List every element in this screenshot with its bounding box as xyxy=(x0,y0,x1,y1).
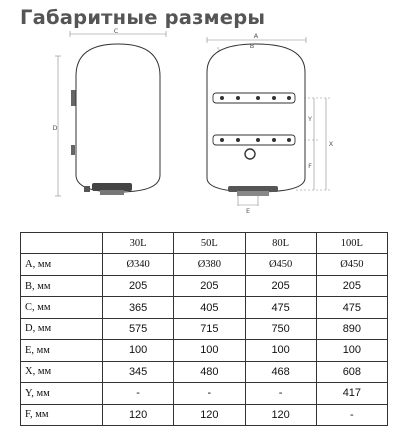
label-d: D xyxy=(52,124,57,132)
row-label: D, мм xyxy=(20,317,103,341)
table-cell: - xyxy=(173,382,246,405)
table-cell: - xyxy=(315,403,389,426)
table-header-row: 30L 50L 80L 100L xyxy=(20,231,389,255)
table-cell: 715 xyxy=(173,317,246,341)
table-row: B, мм 205 205 205 205 xyxy=(20,274,389,298)
row-label: C, мм xyxy=(20,296,103,319)
row-label: A, мм xyxy=(20,253,103,276)
table-cell: 100 xyxy=(244,339,317,362)
label-c: C xyxy=(114,27,119,35)
header-cell: 50L xyxy=(173,231,246,255)
table-cell: Ø380 xyxy=(173,253,246,276)
header-cell: 100L xyxy=(315,231,389,255)
table-cell: 750 xyxy=(244,317,317,341)
table-cell: 120 xyxy=(173,403,246,426)
table-row: C, мм 365 405 475 475 xyxy=(20,296,389,319)
table-cell: 405 xyxy=(173,296,246,319)
table-cell: 475 xyxy=(315,296,389,319)
front-view-drawing xyxy=(206,37,330,206)
row-label: F, мм xyxy=(20,403,103,426)
page-title: Габаритные размеры xyxy=(20,6,266,29)
table-cell: 475 xyxy=(244,296,317,319)
table-cell: 205 xyxy=(315,274,389,298)
table-cell: Ø340 xyxy=(101,253,175,276)
dimensions-table: 30L 50L 80L 100L A, мм Ø340 Ø380 Ø450 Ø4… xyxy=(20,231,389,426)
table-row: A, мм Ø340 Ø380 Ø450 Ø450 xyxy=(20,253,389,276)
table-row: D, мм 575 715 750 890 xyxy=(20,317,389,341)
row-label: X, мм xyxy=(20,360,103,384)
table-cell: 100 xyxy=(315,339,389,362)
table-cell: 365 xyxy=(101,296,175,319)
row-label: E, мм xyxy=(20,339,103,362)
table-row: E, мм 100 100 100 100 xyxy=(20,339,389,362)
header-cell: 30L xyxy=(101,231,175,255)
header-cell xyxy=(20,231,103,255)
table-cell: 205 xyxy=(244,274,317,298)
table-cell: 345 xyxy=(101,360,175,384)
table-cell: 205 xyxy=(101,274,175,298)
label-x: X xyxy=(329,140,334,148)
table-cell: 575 xyxy=(101,317,175,341)
table-cell: - xyxy=(244,382,317,405)
label-b: B xyxy=(250,42,254,50)
header-cell: 80L xyxy=(244,231,317,255)
row-label: B, мм xyxy=(20,274,103,298)
row-label: Y, мм xyxy=(20,382,103,405)
table-row: Y, мм - - - 417 xyxy=(20,382,389,405)
table-cell: 100 xyxy=(101,339,175,362)
table-cell: 480 xyxy=(173,360,246,384)
table-cell: 120 xyxy=(101,403,175,426)
table-cell: 120 xyxy=(244,403,317,426)
table-cell: 100 xyxy=(173,339,246,362)
table-cell: Ø450 xyxy=(244,253,317,276)
table-cell: 608 xyxy=(315,360,389,384)
label-a: A xyxy=(254,32,259,40)
table-cell: 205 xyxy=(173,274,246,298)
table-cell: 417 xyxy=(315,382,389,405)
table-cell: - xyxy=(101,382,175,405)
side-view-drawing xyxy=(55,31,167,197)
table-row: F, мм 120 120 120 - xyxy=(20,403,389,426)
label-e: E xyxy=(246,207,250,215)
table-row: X, мм 345 480 468 608 xyxy=(20,360,389,384)
label-f: F xyxy=(308,162,312,170)
table-cell: 468 xyxy=(244,360,317,384)
label-y: Y xyxy=(307,115,312,123)
dimension-drawing: C D xyxy=(52,27,334,215)
table-cell: 890 xyxy=(315,317,389,341)
table-cell: Ø450 xyxy=(315,253,389,276)
